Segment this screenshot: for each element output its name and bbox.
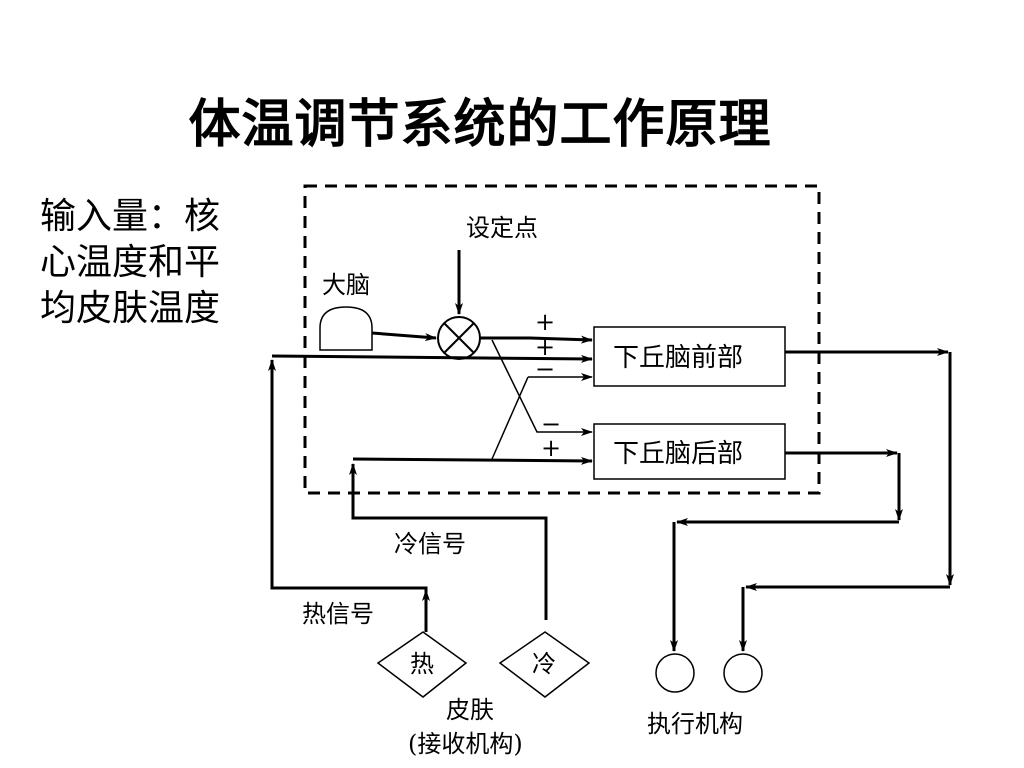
heat-receptor [376,631,468,698]
comparator-to-posterior-line [491,339,593,436]
sign-anterior-bottom: − [535,355,555,383]
controller-boundary [303,184,821,495]
cold-signal-path [349,463,548,620]
brain-label: 大脑 [322,271,370,299]
setpoint-label: 设定点 [466,214,538,242]
anterior-hypothalamus-label: 下丘脑前部 [613,343,743,373]
heat-signal-path [268,359,428,612]
slide-title: 体温调节系统的工作原理 [188,94,772,155]
receptor-label: (接收机构) [408,730,523,758]
cold-to-anterior-cross-line [491,376,529,460]
comparator-symbol [437,316,481,360]
effector-1 [655,653,695,693]
effector-label: 执行机构 [647,710,743,738]
posterior-hypothalamus-label: 下丘脑后部 [613,439,743,469]
sign-anterior-top: + [535,308,555,336]
anterior-hypothalamus-box [593,326,786,387]
skin-label: 皮肤 [446,696,494,724]
sign-posterior-bottom: + [541,434,561,462]
heat-to-anterior-arrow [271,354,593,363]
cold-receptor [498,631,591,698]
cold-signal-label: 冷信号 [394,530,466,558]
posterior-hypothalamus-box [593,423,786,480]
sign-posterior-top: − [541,410,561,438]
cold-receptor-label: 冷 [532,650,556,678]
brain-to-comparator-arrow [371,331,437,342]
heat-receptor-label: 热 [410,650,434,678]
cold-to-posterior-arrow [352,456,593,465]
heat-signal-label: 热信号 [302,600,374,628]
brain-block [319,306,373,351]
effector-2 [723,653,763,693]
input-description: 输入量：核心温度和平均皮肤温度 [40,196,221,329]
sign-anterior-mid: + [535,333,555,361]
comparator-to-anterior-line [480,335,593,344]
